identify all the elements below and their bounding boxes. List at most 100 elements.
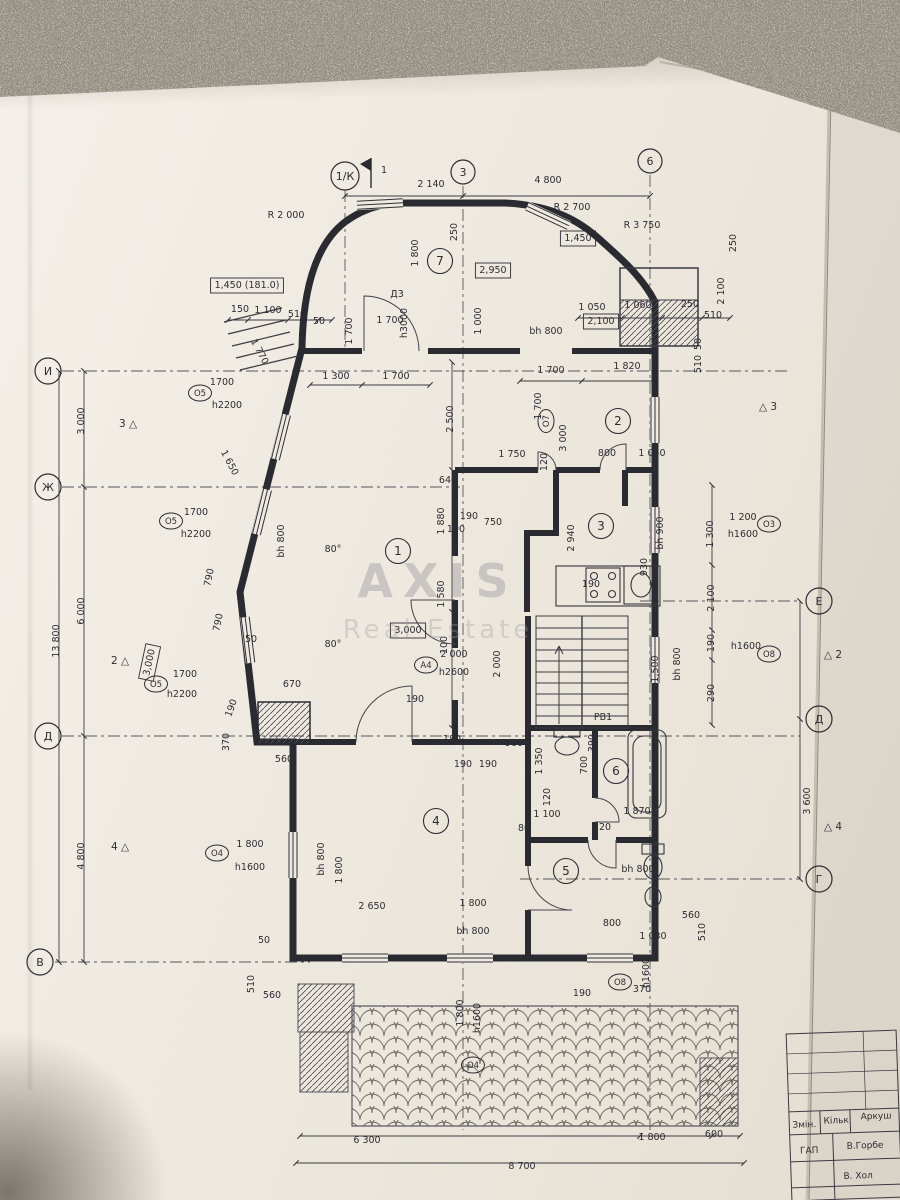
dimension-label: 2 000 <box>440 649 467 660</box>
dimension-label: 1 100 <box>254 305 281 316</box>
dimension-label: 1 050 <box>578 302 605 313</box>
dimension-label: 190 <box>447 524 465 535</box>
opening-mark-ellipse <box>144 675 168 693</box>
dimension-label: bh 800 <box>621 864 654 875</box>
dimension-label: 1 700 <box>382 371 409 382</box>
dimension-label: R 2 700 <box>554 202 591 213</box>
fixtures <box>553 565 667 908</box>
dimension-label: 50 <box>313 316 325 327</box>
dimension-label: 3 000 <box>76 407 87 434</box>
opening-mark-ellipse <box>757 645 781 663</box>
title-block-cell: В.Горбе <box>847 1141 885 1152</box>
axis-letter: Д <box>815 713 824 726</box>
dimension-label: 2 650 <box>358 901 385 912</box>
opening-mark-ellipse <box>205 844 229 862</box>
dimension-label: 1 <box>381 165 387 176</box>
dimension-label: h1600 <box>641 958 652 988</box>
opening-mark-label: О7 <box>542 415 552 427</box>
dimension-lines <box>55 192 804 1167</box>
section-mark: 3 △ <box>119 418 138 430</box>
room-number: 3 <box>597 519 605 533</box>
dimension-label: 390 <box>587 734 598 752</box>
title-block-header: Аркуш <box>860 1111 891 1122</box>
opening-mark-ellipse <box>537 409 555 433</box>
dimension-label: 80° <box>325 544 342 555</box>
staircase <box>535 615 629 729</box>
axis-letter: Г <box>816 873 823 886</box>
dimension-label: 1 040 <box>638 448 665 459</box>
dimension-label: 6 300 <box>353 1135 380 1146</box>
corner-shadow <box>0 1010 190 1200</box>
dimension-label: 370 <box>221 733 232 751</box>
paper-left-crease <box>26 90 34 1090</box>
boxed-label-frame <box>474 262 512 279</box>
dimension-label: 1 300 <box>705 520 716 547</box>
dimension-label: R 2 000 <box>268 210 305 221</box>
axis-circle <box>805 705 833 733</box>
room-number: 6 <box>612 764 620 778</box>
dimension-label: 1 700 <box>537 365 564 376</box>
dimension-label: 2 100 <box>716 277 727 304</box>
axis-circle <box>34 357 62 385</box>
boxed-label: 2,950 <box>474 262 512 279</box>
dimension-label: 120 <box>593 822 611 833</box>
dimension-label: 930 <box>639 558 650 576</box>
dimension-label: 190 <box>223 698 240 719</box>
section-markers: 3 △2 △4 △△ 3△ 2△ 4 <box>111 401 842 853</box>
axis-circle <box>34 473 62 501</box>
dimension-label: 250 <box>728 234 739 252</box>
opening-mark: О5 <box>159 512 183 530</box>
dimension-label: 50 <box>693 338 704 350</box>
opening-mark-label: О4 <box>211 849 223 859</box>
axis-letter: И <box>44 365 52 378</box>
axis-circle <box>34 722 62 750</box>
dimension-label: 1 800 <box>236 839 263 850</box>
opening-mark-label: О3 <box>763 520 775 530</box>
opening-mark-label: О8 <box>763 650 775 660</box>
axis-circle <box>450 159 476 185</box>
opening-mark: О7 <box>537 409 555 433</box>
dimension-label: 6 000 <box>76 597 87 624</box>
boxed-label: 1,450 (181.0) <box>210 277 284 294</box>
kitchen-sink-icon <box>623 565 659 605</box>
washbasin-icon <box>553 729 581 756</box>
wall-pier-block <box>257 701 311 745</box>
dimension-label: 700 <box>579 756 590 774</box>
dimension-label: 4 800 <box>534 175 561 186</box>
room-circle <box>384 537 412 565</box>
dimension-label: РВ1 <box>594 712 612 723</box>
dimension-label: 250 <box>449 223 460 241</box>
dimension-label: 640 <box>439 475 457 486</box>
dimension-label: 800 <box>603 918 621 929</box>
boxed-label-frame <box>389 622 427 639</box>
dimension-label: bh 800 <box>456 926 489 937</box>
axis-letter: 6 <box>647 155 654 168</box>
opening-mark: О8 <box>608 973 632 991</box>
dimension-label: R 3 750 <box>624 220 661 231</box>
dimension-label: 250 <box>681 299 699 310</box>
dimension-label: h2200 <box>181 529 211 540</box>
watermark-line2: Real Estate <box>343 615 534 645</box>
dimension-label: h2200 <box>212 400 242 411</box>
boxed-label-text: 2,100 <box>587 316 614 327</box>
dimension-label: 670 <box>283 679 301 690</box>
dimension-label: 1 880 <box>436 507 447 534</box>
section-mark: △ 3 <box>759 401 777 413</box>
dimension-label: 900 <box>505 738 523 749</box>
dimension-label: 1 800 <box>334 856 345 883</box>
interior-walls <box>293 348 655 958</box>
boxed-label-frame <box>559 230 597 247</box>
opening-mark-label: О4 <box>467 1061 479 1071</box>
opening-mark: О8 <box>757 645 781 663</box>
dimension-label: 120 <box>542 788 553 806</box>
dimension-label: h3000 <box>399 308 410 338</box>
dimension-label: 510 <box>246 975 257 993</box>
dimension-label: 560 <box>682 910 700 921</box>
dimension-label: 1 000 <box>473 307 484 334</box>
boxed-label-text: 2,950 <box>479 265 506 276</box>
title-block-header: Змін. <box>792 1120 816 1131</box>
opening-mark-label: О8 <box>614 978 626 988</box>
dimension-label: 190 <box>454 759 472 770</box>
